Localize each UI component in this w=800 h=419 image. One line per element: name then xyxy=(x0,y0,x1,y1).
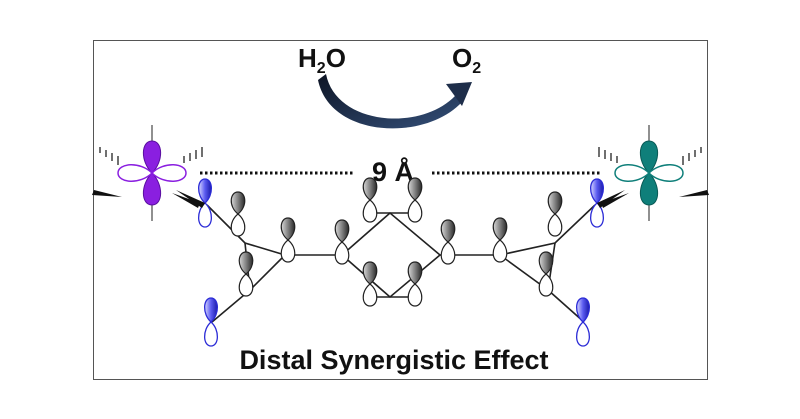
benzene-ring xyxy=(370,212,415,298)
figure-frame xyxy=(93,40,708,380)
carbon-skeleton xyxy=(206,204,596,323)
right-metal-d-orbital xyxy=(598,125,709,221)
product-label: O2 xyxy=(452,43,481,77)
caption: Distal Synergistic Effect xyxy=(239,345,548,375)
metal-nitrogen-bonds xyxy=(176,190,625,208)
distance-label: 9 Å xyxy=(372,156,414,187)
carbon-p-orbitals xyxy=(230,177,563,307)
nitrogen-orbitals xyxy=(197,178,605,347)
reactant-label: H2O xyxy=(298,43,346,77)
left-metal-d-orbital xyxy=(92,125,203,221)
reaction-arrow xyxy=(318,74,472,129)
